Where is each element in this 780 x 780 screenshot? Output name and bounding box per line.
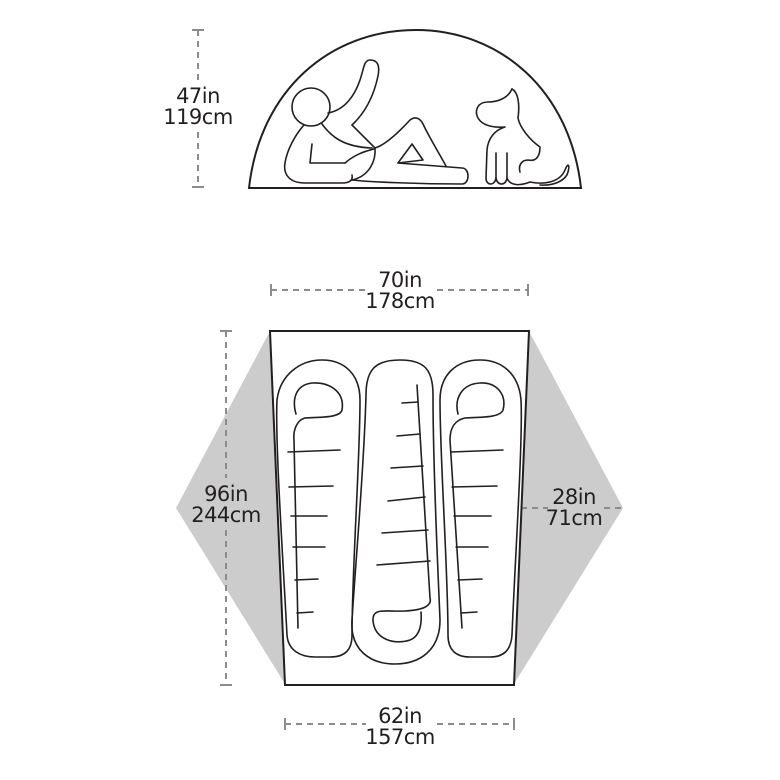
vestibule-depth-label: 28in 71cm <box>538 487 610 529</box>
top-width-dimension-line <box>270 284 529 296</box>
vestibule-depth-in: 28in <box>552 485 596 509</box>
bottom-width-in: 62in <box>378 704 422 728</box>
bottom-width-label: 62in 157cm <box>350 706 450 748</box>
dog-icon <box>475 88 570 186</box>
vestibule-depth-cm: 71cm <box>545 506 603 530</box>
peak-height-cm: 119cm <box>163 105 233 129</box>
right-vestibule <box>514 331 623 684</box>
peak-height-in: 47in <box>176 84 220 108</box>
tent-dome-outline <box>247 28 583 189</box>
length-dimension-line <box>220 330 232 686</box>
bottom-width-dimension-line <box>284 718 515 730</box>
sleeping-bag-right <box>439 359 523 658</box>
floor-length-label: 96in 244cm <box>182 484 270 526</box>
bottom-width-cm: 157cm <box>365 725 435 749</box>
top-width-in: 70in <box>378 268 422 292</box>
side-view <box>192 28 583 189</box>
top-width-label: 70in 178cm <box>350 270 450 312</box>
floor-length-cm: 244cm <box>191 503 261 527</box>
floor-length-in: 96in <box>204 482 248 506</box>
top-width-cm: 178cm <box>365 289 435 313</box>
sleeping-bag-left <box>275 359 361 658</box>
floor-plan <box>176 284 623 730</box>
tent-floor-outline <box>268 330 531 686</box>
left-vestibule <box>176 331 285 684</box>
peak-height-label: 47in 119cm <box>158 86 238 128</box>
person-icon <box>283 59 469 185</box>
height-dimension-line <box>192 29 204 188</box>
sleeping-bag-middle <box>351 359 441 665</box>
